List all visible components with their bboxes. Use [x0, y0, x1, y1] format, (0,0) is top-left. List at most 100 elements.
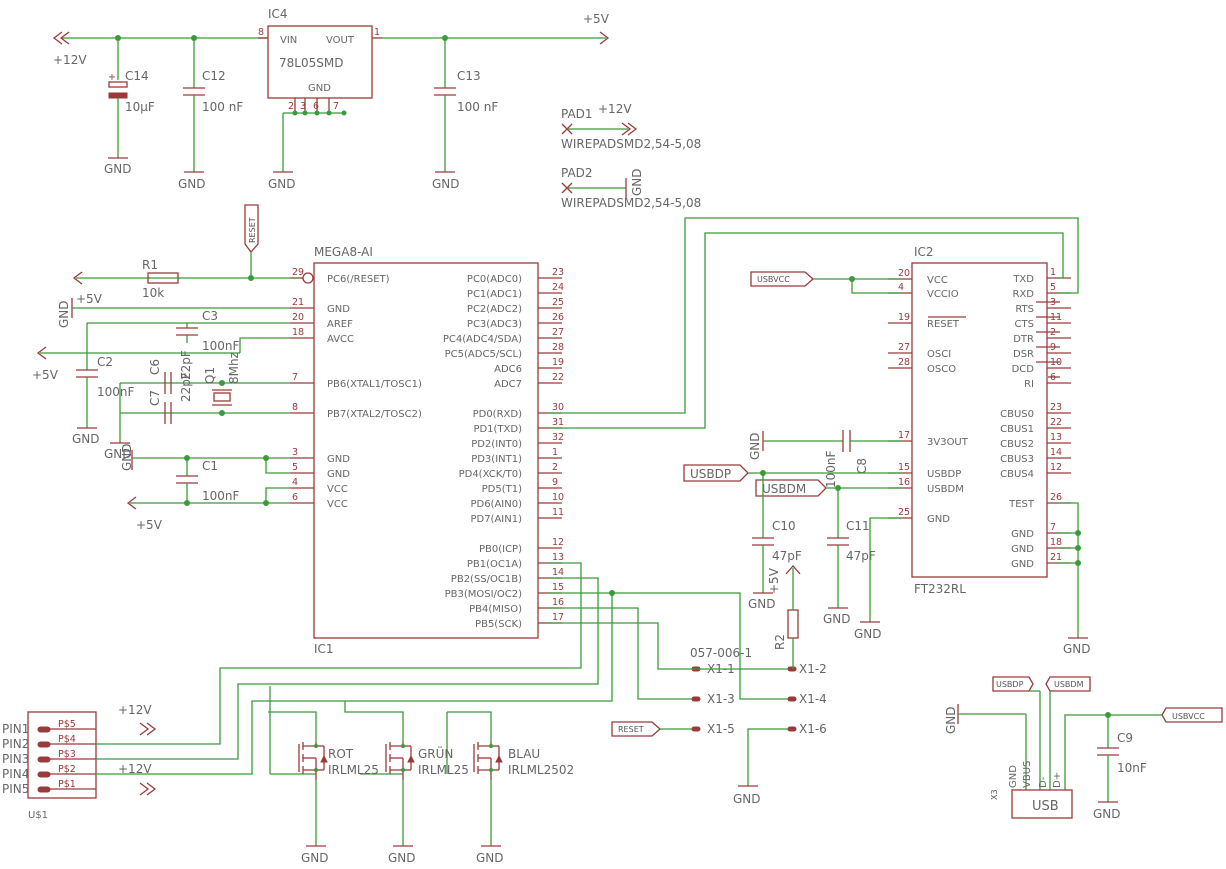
usbdm-net-flag: USBDM — [762, 482, 806, 496]
ft232-pin-number: 14 — [1050, 447, 1062, 458]
svg-text:+12V: +12V — [598, 102, 632, 116]
header-pin-label: PIN1 — [2, 722, 29, 736]
ic4-name: IC4 — [268, 7, 288, 21]
pads-section: PAD1 +12V WIREPADSMD2,54-5,08 PAD2 GND W… — [561, 102, 701, 210]
mega8-pin-label: PD7(AIN1) — [470, 514, 522, 525]
mega8-pin-label: PD3(INT1) — [471, 454, 522, 465]
c10-value: 47pF — [772, 549, 802, 563]
mega8-pin-number: 19 — [552, 357, 564, 368]
mega8-pin-number: 1 — [552, 447, 558, 458]
ft232-pin-number: 16 — [898, 477, 910, 488]
mega8-pin-number: 28 — [552, 342, 564, 353]
header-pad-label: P$4 — [58, 734, 76, 745]
supply-12v-label: +12V — [53, 53, 87, 67]
pad1-label: PAD1 — [561, 107, 593, 121]
ft232-pin-number: 13 — [1050, 432, 1062, 443]
mega8-pin-number: 20 — [292, 312, 304, 323]
mega8-pin-label: PC0(ADC0) — [467, 274, 522, 285]
c7-value: 22pF — [179, 350, 193, 380]
ft232-pin-number: 26 — [1050, 492, 1062, 503]
usbdp-net-flag: USBDP — [690, 467, 731, 481]
fet-rot-label: ROT — [328, 747, 354, 761]
ft232-pin-label: CBUS2 — [1000, 439, 1034, 450]
ft232-pin-label: DSR — [1013, 349, 1034, 360]
mega8-pin-number: 3 — [292, 447, 298, 458]
ft232-pin-label: GND — [1011, 529, 1034, 540]
mega8-section: MEGA8-AI IC1 29PC6(/RESET)21GND20AREF18A… — [32, 204, 564, 656]
svg-text:GND: GND — [104, 447, 132, 461]
mega8-pin-label: GND — [327, 469, 350, 480]
mega8-pin-label: PC5(ADC5/SCL) — [445, 349, 522, 360]
ft232-pin-label: RTS — [1015, 304, 1034, 315]
supply-5v-label: +5V — [583, 12, 610, 26]
connector-x1: 057-006-1 X1-1 X1-2 X1-3 X1-4 X1-5 X1-6 … — [548, 565, 827, 806]
c3-value: 100nF — [202, 339, 240, 353]
svg-text:GND: GND — [301, 851, 329, 865]
mega8-pin-label: PB2(SS/OC1B) — [451, 574, 522, 585]
c12-value: 100 nF — [202, 100, 243, 114]
mega8-pin-label: PD2(INT0) — [471, 439, 522, 450]
svg-text:GND: GND — [944, 706, 958, 734]
svg-text:IRLML2502: IRLML2502 — [508, 763, 574, 777]
svg-text:GND: GND — [388, 851, 416, 865]
ft232-pin-number: 20 — [898, 268, 910, 279]
c1-value: 100nF — [202, 489, 240, 503]
c13-value: 100 nF — [457, 100, 498, 114]
c1-label: C1 — [202, 459, 218, 473]
mega8-pin-number: 9 — [552, 477, 558, 488]
ft232-pin-label: CTS — [1015, 319, 1034, 330]
svg-text:7: 7 — [333, 101, 339, 112]
header-pin-label: PIN5 — [2, 782, 29, 796]
mega8-pin-label: PB3(MOSI/OC2) — [445, 589, 523, 600]
svg-text:+12V: +12V — [118, 762, 152, 776]
header-pin-label: PIN2 — [2, 737, 29, 751]
mega8-pin-label: PC1(ADC1) — [467, 289, 522, 300]
mega8-pin-label: PC2(ADC2) — [467, 304, 522, 315]
mega8-pin-number: 10 — [552, 492, 564, 503]
mega8-pin-number: 8 — [292, 402, 298, 413]
ft232-pin-label: OSCO — [927, 364, 956, 375]
svg-text:GND: GND — [733, 792, 761, 806]
svg-text:8: 8 — [258, 27, 264, 38]
ft232-pin-number: 7 — [1050, 522, 1056, 533]
mega8-pin-number: 21 — [292, 297, 304, 308]
c14-label: C14 — [125, 69, 149, 83]
svg-text:+12V: +12V — [118, 703, 152, 717]
ft232-pin-label: USBDP — [927, 469, 961, 480]
usb-label: USB — [1032, 799, 1059, 814]
ft232-pin-label: OSCI — [927, 349, 951, 360]
mega8-pin-number: 31 — [552, 417, 564, 428]
header-u1-body — [27, 711, 97, 799]
ft232-body — [911, 262, 1048, 578]
mega8-pin-number: 7 — [292, 372, 298, 383]
svg-text:X1-6: X1-6 — [799, 722, 827, 736]
mega8-body — [313, 262, 539, 639]
mega8-pin-label: PD6(AIN0) — [470, 499, 522, 510]
svg-text:GND: GND — [120, 443, 134, 471]
ft232-pin-number: 23 — [1050, 402, 1062, 413]
r1-label: R1 — [142, 258, 158, 272]
svg-text:+5V: +5V — [136, 518, 163, 532]
mega8-pin-number: 27 — [552, 327, 564, 338]
c12-label: C12 — [202, 69, 226, 83]
svg-text:VOUT: VOUT — [326, 35, 355, 46]
svg-text:GND: GND — [1063, 642, 1091, 656]
ic4-body — [267, 25, 373, 99]
ft232-right-pins: 1TXD5RXD3RTS11CTS2DTR9DSR10DCD6RI23CBUS0… — [1000, 267, 1071, 570]
ft232-pin-number: 18 — [1050, 537, 1062, 548]
ft232-pin-number: 5 — [1050, 282, 1056, 293]
fet-gruen-label: GRÜN — [418, 745, 453, 761]
ft232-pin-label: DCD — [1012, 364, 1035, 375]
svg-text:GND: GND — [854, 627, 882, 641]
ft232-pin-label: USBDM — [927, 484, 964, 495]
mega8-pin-label: AREF — [327, 319, 353, 330]
r2-label: R2 — [773, 634, 787, 650]
ft232-pin-number: 15 — [898, 462, 910, 473]
q1-label: Q1 — [203, 367, 217, 384]
svg-text:6: 6 — [313, 101, 319, 112]
svg-text:GND: GND — [268, 177, 296, 191]
ft232-pin-label: GND — [1011, 559, 1034, 570]
c6-value: 22pF — [179, 372, 193, 402]
mega8-pin-number: 14 — [552, 567, 564, 578]
reset-net-flag: RESET — [248, 217, 257, 243]
